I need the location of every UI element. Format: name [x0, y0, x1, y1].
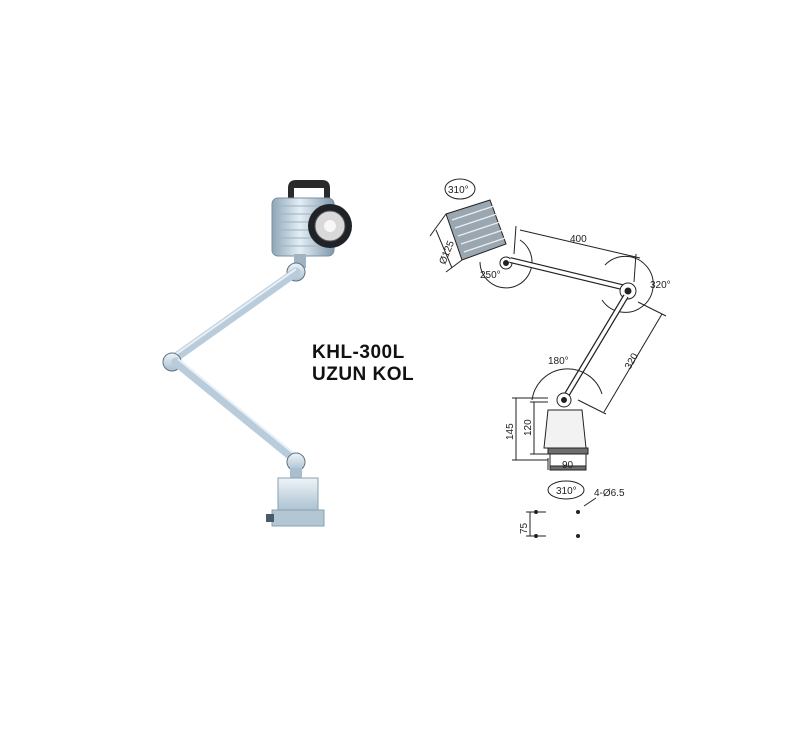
label-base-height-body: 120	[523, 419, 534, 436]
label-base-swivel: 310°	[556, 486, 577, 497]
label-base-height-total: 145	[505, 423, 516, 440]
drawing-base	[543, 409, 589, 471]
label-mount-spacing: 75	[519, 522, 530, 534]
label-base-rotation: 180°	[548, 356, 569, 367]
label-base-width: 90	[562, 460, 574, 471]
label-mount-holes: 4-Ø6.5	[594, 488, 625, 499]
lamp-base	[266, 477, 325, 527]
lamp-head	[271, 180, 352, 268]
label-head-tilt: 250°	[480, 270, 501, 281]
label-head-diameter: Ø125	[438, 239, 458, 266]
label-elbow-rotation: 320°	[650, 280, 671, 291]
label-head-rotation: 310°	[448, 185, 469, 196]
product-subtitle: UZUN KOL	[312, 364, 415, 385]
label-upper-arm-length: 400	[570, 234, 587, 245]
lamp-upper-arm	[167, 267, 301, 365]
product-model: KHL-300L	[312, 342, 405, 363]
lamp-lower-arm	[171, 357, 301, 465]
drawing-head	[445, 199, 507, 261]
